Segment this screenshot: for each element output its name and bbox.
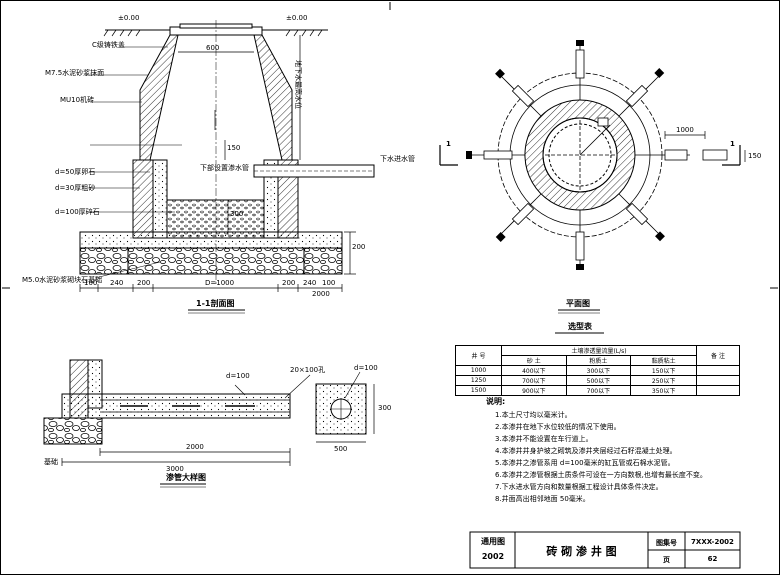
bottom-dim-2: 240 [110, 279, 124, 287]
note-3: 3.本渗井不能设置在车行道上。 [495, 435, 593, 443]
th-sand: 砂 土 [501, 355, 567, 366]
th-note: 备 注 [696, 345, 740, 366]
filter-1: d=50厚卵石 [55, 168, 96, 176]
cell: 250以下 [630, 375, 698, 386]
table-row: 1250 700以下 500以下 250以下 [454, 375, 740, 386]
bottom-dim-7: 100 [322, 279, 336, 287]
drawing-title: 砖 砌 渗 井 图 [546, 545, 617, 558]
filter-3: d=100厚碎石 [55, 208, 100, 216]
cell: 150以下 [630, 365, 698, 376]
cell: 700以下 [565, 385, 632, 396]
pipe-dim-500: 500 [334, 445, 348, 453]
pipe-detail [43, 359, 375, 488]
cell: 300以下 [565, 365, 632, 376]
bottom-dim-8: 2000 [312, 290, 330, 298]
notes-heading: 说明: [486, 397, 506, 406]
note-4: 4.本渗井井身护坡之砌筑及渗井夹层经过石籽混凝土处理。 [495, 447, 677, 455]
cell: 1000 [454, 365, 503, 376]
section-view [79, 20, 375, 314]
section-label-d100: d=100 [354, 364, 378, 372]
atlas-year: 2002 [481, 552, 505, 561]
cell [696, 385, 740, 396]
pipe-label: 下水进水管 [380, 155, 415, 163]
section-caption: 1-1剖面图 [196, 299, 235, 308]
plan-caption: 平面图 [566, 299, 590, 308]
bottom-dim-6: 240 [303, 279, 317, 287]
elevation-right: ±0.00 [286, 14, 308, 22]
note-6: 6.本渗井之渗管根据土质条件可设在一方向数根,也增有最长度不变。 [495, 471, 707, 479]
brick-label: MU10机砖 [60, 96, 95, 104]
cover-label: C级铸铁盖 [92, 41, 125, 49]
cell: 700以下 [501, 375, 567, 386]
cell [696, 375, 740, 386]
bottom-dim-4: D=1000 [205, 279, 235, 287]
plan-dim-1000: 1000 [676, 126, 694, 134]
cell: 900以下 [501, 385, 567, 396]
pipe-label-d100: d=100 [226, 372, 250, 380]
water-level-label: 地下水最高水位 [294, 60, 302, 109]
table-row: 1500 900以下 700以下 350以下 [454, 385, 740, 396]
title-block [469, 531, 741, 569]
note-5: 5.本渗井之渗管系用 d=100毫米的缸瓦管或石棉水泥管。 [495, 459, 675, 467]
spec-table: 井 号 土壤渗透量流量(L/s) 备 注 砂 土 粉质土 黏质粘土 1000 4… [454, 345, 740, 396]
atlas-label: 通用图 [481, 537, 505, 546]
elevation-left: ±0.00 [118, 14, 140, 22]
wall-note: 下部设置渗水管 [200, 164, 249, 172]
pipe-caption: 渗管大样图 [166, 473, 206, 482]
section-mark-right: 1 [730, 140, 735, 148]
filter-2: d=30厚粗砂 [55, 184, 96, 192]
plan-view [439, 40, 746, 334]
base-note: M5.0水泥砂浆砌块石基础 [22, 276, 103, 284]
pipe-dim-2000: 2000 [186, 443, 204, 451]
plaster-label: M7.5水泥砂浆抹面 [45, 69, 105, 77]
bottom-dim-3: 200 [137, 279, 151, 287]
cell: 400以下 [501, 365, 567, 376]
cell: 1500 [454, 385, 503, 396]
dim-200: 200 [352, 243, 366, 251]
note-1: 1.本土尺寸均以毫米计。 [495, 411, 572, 419]
pipe-dim-3000: 3000 [166, 465, 184, 473]
table-row: 1000 400以下 300以下 150以下 [454, 365, 740, 376]
pipe-label-base: 基础 [44, 458, 58, 466]
dim-150: 150 [227, 144, 241, 152]
cell: 1250 [454, 375, 503, 386]
note-2: 2.本渗井在地下水位较低的情况下使用。 [495, 423, 621, 431]
dim-600: 600 [206, 44, 220, 52]
th-silt: 粉质土 [565, 355, 632, 366]
th-clay: 黏质粘土 [630, 355, 698, 366]
th-flow: 土壤渗透量流量(L/s) [501, 345, 698, 356]
note-8: 8.井面高出相邻地面 50毫米。 [495, 495, 590, 503]
page-label: 页 [663, 556, 670, 564]
spec-table-title: 选型表 [568, 322, 592, 331]
cell [696, 365, 740, 376]
cell: 500以下 [565, 375, 632, 386]
bottom-dim-1: 100 [84, 279, 98, 287]
cell: 350以下 [630, 385, 698, 396]
th-well-no: 井 号 [454, 345, 503, 366]
plan-dim-150: 150 [748, 152, 762, 160]
code-label: 图集号 [656, 539, 677, 547]
section-mark-left: 1 [446, 140, 451, 148]
dim-300: 300 [230, 210, 244, 218]
page-value: 62 [707, 555, 718, 563]
pipe-dim-300: 300 [378, 404, 392, 412]
pipe-label-slot: 20×100孔 [290, 366, 326, 374]
code-value: 7XXX-2002 [691, 538, 734, 546]
bottom-dim-5: 200 [282, 279, 296, 287]
note-7: 7.下水进水管方向和数量根据工程设计具体条件决定。 [495, 483, 663, 491]
